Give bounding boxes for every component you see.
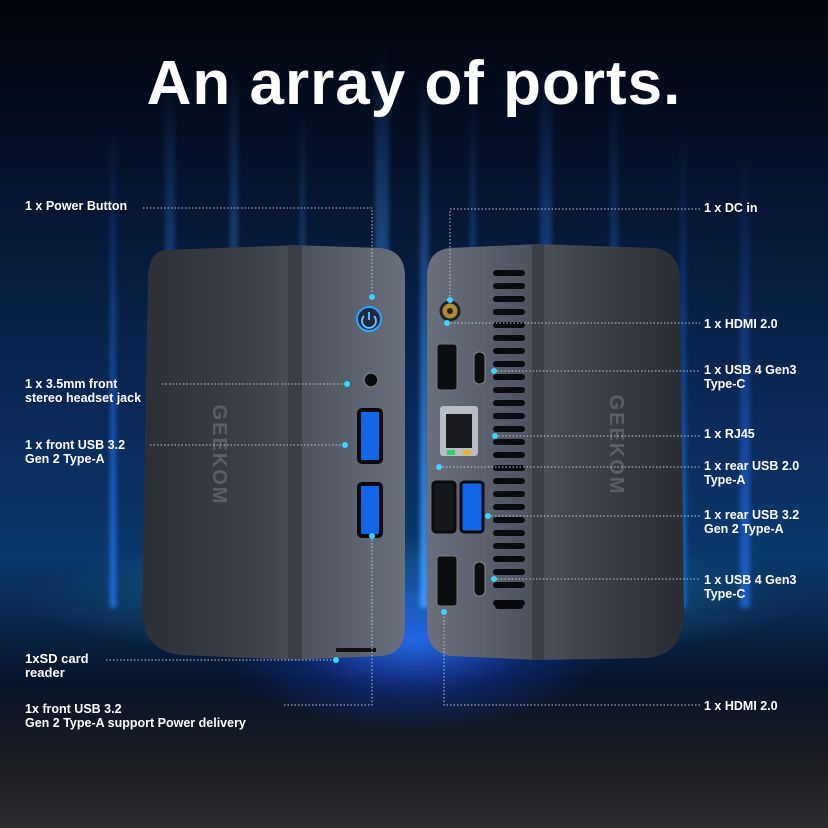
label-rj45: 1 x RJ45	[704, 427, 755, 441]
label-dc-in: 1 x DC in	[704, 201, 758, 215]
label-hdmi-top: 1 x HDMI 2.0	[704, 317, 778, 331]
left-unit: GEEKOM	[142, 245, 405, 660]
label-rear-usb32: 1 x rear USB 3.2 Gen 2 Type-A	[704, 508, 800, 536]
label-front-usb-a-pd: 1x front USB 3.2 Gen 2 Type-A support Po…	[25, 702, 246, 730]
label-sd-reader: 1xSD card reader	[25, 651, 89, 680]
label-rear-usb2: 1 x rear USB 2.0 Type-A	[704, 459, 800, 487]
label-audio-jack: 1 x 3.5mm front stereo headset jack	[25, 377, 142, 405]
svg-text:GEEKOM: GEEKOM	[208, 405, 230, 506]
label-usb4-top: 1 x USB 4 Gen3 Type-C	[704, 363, 797, 391]
label-power-button: 1 x Power Button	[25, 199, 128, 213]
label-hdmi-bottom: 1 x HDMI 2.0	[704, 699, 778, 713]
label-front-usb-a: 1 x front USB 3.2 Gen 2 Type-A	[25, 438, 126, 466]
right-unit: GEEKOM	[427, 244, 684, 660]
label-usb4-bottom: 1 x USB 4 Gen3 Type-C	[704, 573, 797, 601]
headline: An array of ports.	[146, 49, 682, 118]
